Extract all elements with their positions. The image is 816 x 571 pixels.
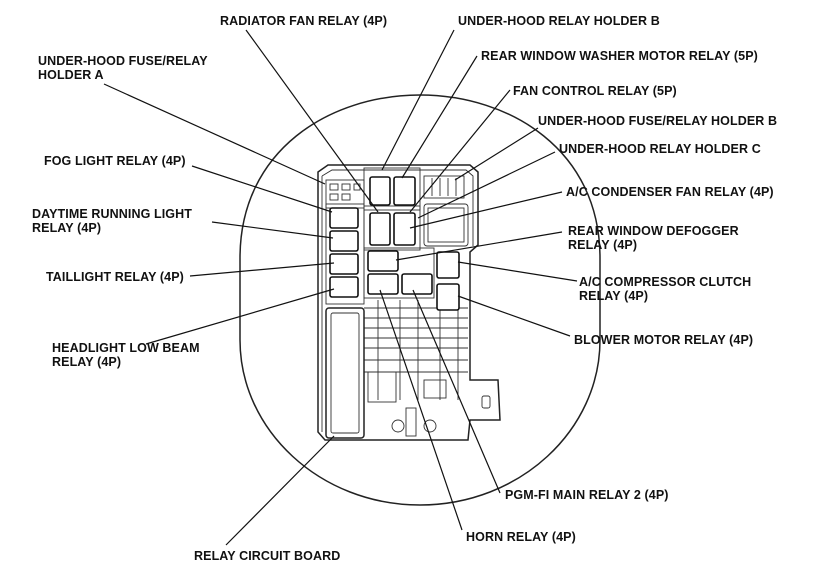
label-ac-compressor-clutch-relay: A/C COMPRESSOR CLUTCH RELAY (4P)	[579, 275, 751, 303]
relay-ac-compressor-clutch	[436, 251, 460, 279]
leader-horn	[379, 289, 463, 531]
label-blower-motor-relay: BLOWER MOTOR RELAY (4P)	[574, 333, 754, 347]
label-ac-condenser-fan-relay: A/C CONDENSER FAN RELAY (4P)	[566, 185, 774, 199]
label-headlight-low-beam-relay-line1: HEADLIGHT LOW BEAM	[52, 341, 200, 355]
magnifier-outline	[239, 94, 601, 506]
label-headlight-low-beam-relay: HEADLIGHT LOW BEAM RELAY (4P)	[52, 341, 200, 369]
fuse-box-housing	[317, 164, 501, 441]
label-under-hood-fuse-relay-holder-a: UNDER-HOOD FUSE/RELAY HOLDER A	[38, 54, 208, 82]
label-radiator-fan-relay: RADIATOR FAN RELAY (4P)	[220, 14, 388, 28]
relay-daytime-running-light	[329, 230, 359, 252]
relay-rear-window-defogger	[367, 250, 399, 272]
leader-fog-light	[191, 165, 333, 213]
label-rear-window-defogger-relay-line2: RELAY (4P)	[568, 238, 638, 252]
leader-under-hood-fuse-relay-holder-a	[103, 83, 326, 185]
leader-ac-compressor-clutch	[457, 261, 578, 282]
label-ac-compressor-clutch-relay-line2: RELAY (4P)	[579, 289, 649, 303]
label-rear-window-washer-motor-relay: REAR WINDOW WASHER MOTOR RELAY (5P)	[481, 49, 758, 63]
label-under-hood-relay-holder-b: UNDER-HOOD RELAY HOLDER B	[458, 14, 660, 28]
label-pgm-fi-main-relay-2: PGM-FI MAIN RELAY 2 (4P)	[505, 488, 669, 502]
label-ac-compressor-clutch-relay-line1: A/C COMPRESSOR CLUTCH	[579, 275, 752, 289]
leader-blower-motor	[457, 295, 571, 337]
label-under-hood-fuse-relay-holder-b: UNDER-HOOD FUSE/RELAY HOLDER B	[538, 114, 778, 128]
leader-daytime-running-light	[211, 221, 334, 239]
leader-under-hood-relay-holder-c	[417, 151, 556, 219]
label-daytime-running-light-relay-line1: DAYTIME RUNNING LIGHT	[32, 207, 192, 221]
label-rear-window-defogger-relay-line1: REAR WINDOW DEFOGGER	[568, 224, 739, 238]
label-horn-relay: HORN RELAY (4P)	[466, 530, 576, 544]
leader-under-hood-fuse-relay-holder-b	[454, 127, 539, 181]
leader-fan-control	[409, 89, 511, 213]
relay-blower-motor	[436, 283, 460, 311]
leader-headlight-low-beam	[145, 288, 335, 345]
label-fan-control-relay: FAN CONTROL RELAY (5P)	[513, 84, 677, 98]
label-under-hood-fuse-relay-holder-a-line2: HOLDER A	[38, 68, 104, 82]
relay-fog-light	[329, 207, 359, 229]
leader-ac-condenser-fan	[409, 191, 563, 229]
label-under-hood-relay-holder-c: UNDER-HOOD RELAY HOLDER C	[559, 142, 761, 156]
label-fog-light-relay: FOG LIGHT RELAY (4P)	[44, 154, 186, 168]
leader-under-hood-relay-holder-b	[381, 29, 455, 171]
leader-pgm-fi-main-2	[412, 289, 501, 494]
leader-radiator-fan	[245, 29, 379, 213]
label-under-hood-fuse-relay-holder-a-line1: UNDER-HOOD FUSE/RELAY	[38, 54, 208, 68]
relay-headlight-low-beam	[329, 276, 359, 298]
relay-fan-control	[369, 212, 391, 246]
leader-lines	[103, 29, 578, 546]
label-daytime-running-light-relay-line2: RELAY (4P)	[32, 221, 102, 235]
relay-radiator-fan	[369, 176, 391, 206]
relay-horn	[367, 273, 399, 295]
leader-rear-window-defogger	[395, 231, 563, 261]
leader-taillight	[189, 262, 335, 277]
label-relay-circuit-board: RELAY CIRCUIT BOARD	[194, 549, 341, 563]
relay-ac-condenser-fan	[393, 212, 416, 246]
relay-taillight	[329, 253, 359, 275]
label-taillight-relay: TAILLIGHT RELAY (4P)	[46, 270, 184, 284]
label-headlight-low-beam-relay-line2: RELAY (4P)	[52, 355, 122, 369]
leader-rear-window-washer-motor	[401, 55, 478, 179]
relay-rear-window-washer-motor	[393, 176, 416, 206]
leader-relay-circuit-board	[225, 435, 335, 546]
label-rear-window-defogger-relay: REAR WINDOW DEFOGGER RELAY (4P)	[568, 224, 739, 252]
relay-pgm-fi-main-2	[401, 273, 433, 295]
label-daytime-running-light-relay: DAYTIME RUNNING LIGHT RELAY (4P)	[32, 207, 192, 235]
